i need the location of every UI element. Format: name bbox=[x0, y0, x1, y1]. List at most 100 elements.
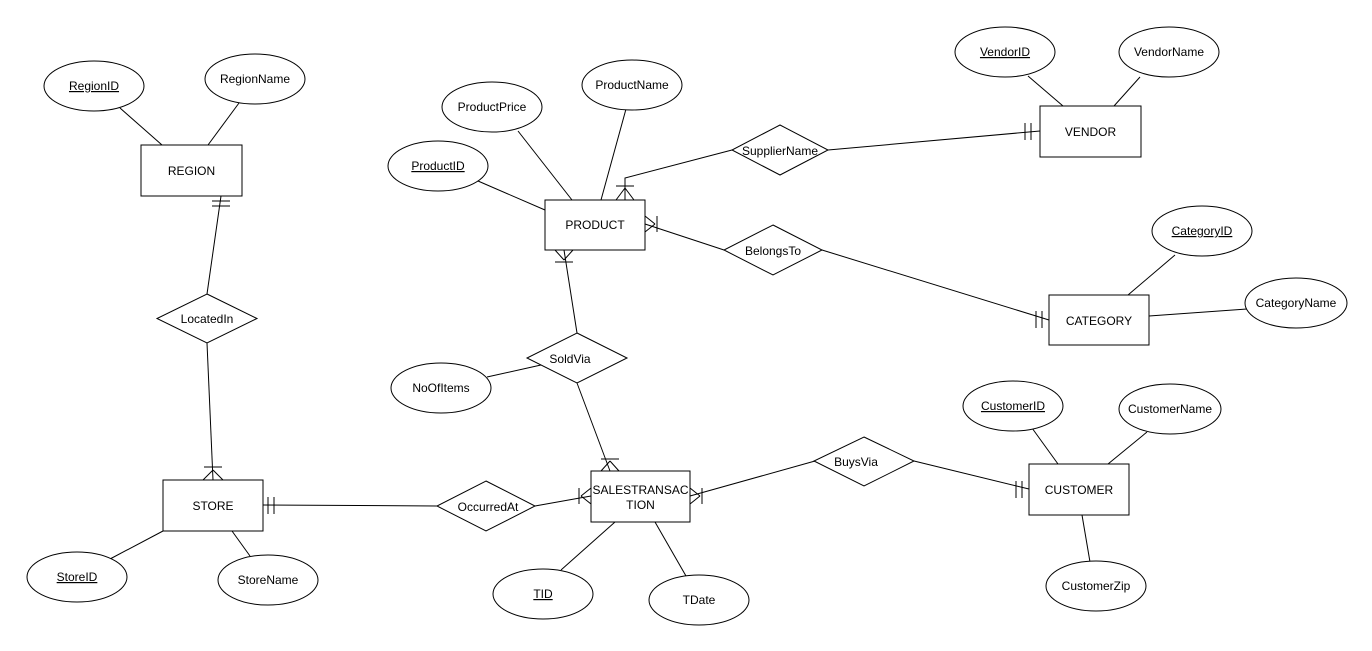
edge-product-soldvia bbox=[563, 249, 578, 334]
edge-productprice-product bbox=[517, 130, 573, 201]
relationship-label: SupplierName bbox=[742, 144, 818, 158]
edge-categoryname-category bbox=[1148, 308, 1248, 317]
connector-lines bbox=[109, 75, 1248, 577]
many-mandatory-mark bbox=[578, 487, 592, 505]
edge-tdate-salestransaction bbox=[654, 521, 687, 577]
attribute-tid[interactable]: TID bbox=[492, 568, 594, 620]
entity-region[interactable]: REGION bbox=[140, 144, 243, 197]
attribute-label: ProductID bbox=[411, 159, 465, 173]
attribute-storename[interactable]: StoreName bbox=[217, 554, 319, 606]
edge-customerid-customer bbox=[1031, 427, 1059, 465]
attribute-label: CategoryID bbox=[1172, 224, 1233, 238]
attribute-productprice[interactable]: ProductPrice bbox=[441, 81, 543, 133]
edge-suppliername-vendor bbox=[827, 130, 1041, 151]
attribute-storeid[interactable]: StoreID bbox=[26, 551, 128, 603]
many-mandatory-mark bbox=[689, 487, 703, 505]
edge-storeid-store bbox=[109, 530, 164, 560]
edge-product-suppliername bbox=[624, 149, 733, 200]
relationship-buysvia[interactable]: BuysVia bbox=[812, 436, 916, 487]
attribute-label: TID bbox=[533, 587, 553, 601]
many-mandatory-mark bbox=[600, 458, 620, 472]
many-mandatory-mark bbox=[554, 249, 574, 263]
many-mandatory-mark bbox=[615, 185, 635, 201]
attribute-label: TDate bbox=[683, 593, 716, 607]
attribute-customerzip[interactable]: CustomerZip bbox=[1045, 560, 1147, 612]
edge-soldvia-salestransaction bbox=[576, 382, 611, 472]
cardinality-marks bbox=[202, 123, 1043, 514]
one-mandatory-mark bbox=[212, 200, 230, 207]
attribute-label: StoreName bbox=[238, 573, 299, 587]
attribute-customerid[interactable]: CustomerID bbox=[962, 380, 1064, 432]
attribute-label: CategoryName bbox=[1256, 296, 1337, 310]
attribute-vendorid[interactable]: VendorID bbox=[954, 26, 1056, 78]
attribute-regionname[interactable]: RegionName bbox=[204, 53, 306, 105]
edge-locatedin-store bbox=[206, 342, 214, 481]
one-mandatory-mark bbox=[1024, 123, 1032, 140]
edge-regionid-region bbox=[119, 107, 163, 146]
attribute-productid[interactable]: ProductID bbox=[387, 140, 489, 192]
entity-label-line-1: SALESTRANSAC bbox=[592, 483, 688, 497]
attribute-categoryid[interactable]: CategoryID bbox=[1151, 205, 1253, 257]
attribute-label: CustomerID bbox=[981, 399, 1045, 413]
entity-label: STORE bbox=[192, 499, 233, 513]
relationship-soldvia[interactable]: SoldVia bbox=[525, 332, 629, 384]
relationship-label: BuysVia bbox=[834, 455, 878, 469]
one-mandatory-mark bbox=[267, 497, 275, 514]
relationship-label: SoldVia bbox=[549, 352, 590, 366]
entity-salestransaction[interactable]: SALESTRANSAC TION bbox=[590, 470, 691, 523]
attribute-label: CustomerName bbox=[1128, 402, 1212, 416]
entity-label: REGION bbox=[168, 164, 215, 178]
attribute-productname[interactable]: ProductName bbox=[581, 59, 683, 111]
entity-customer[interactable]: CUSTOMER bbox=[1028, 463, 1130, 516]
edge-buysvia-customer bbox=[913, 460, 1030, 490]
edge-vendorid-vendor bbox=[1027, 75, 1064, 107]
relationship-belongsto[interactable]: BelongsTo bbox=[722, 224, 824, 276]
edge-vendorname-vendor bbox=[1113, 76, 1141, 107]
edge-customerzip-customer bbox=[1081, 514, 1091, 563]
entity-label: CATEGORY bbox=[1066, 314, 1132, 328]
attribute-vendorname[interactable]: VendorName bbox=[1118, 26, 1220, 78]
entity-label: CUSTOMER bbox=[1045, 483, 1114, 497]
entity-label: PRODUCT bbox=[565, 218, 625, 232]
entity-vendor[interactable]: VENDOR bbox=[1039, 105, 1142, 158]
one-mandatory-mark bbox=[1035, 311, 1043, 328]
attribute-customername[interactable]: CustomerName bbox=[1118, 383, 1222, 435]
relationship-locatedin[interactable]: LocatedIn bbox=[155, 293, 259, 344]
edge-store-occurredat bbox=[262, 504, 438, 507]
relationship-suppliername[interactable]: SupplierName bbox=[730, 124, 830, 176]
edge-storename-store bbox=[231, 530, 251, 557]
edge-regionname-region bbox=[207, 102, 240, 146]
edge-product-belongsto bbox=[644, 223, 725, 251]
attribute-label: ProductName bbox=[595, 78, 669, 92]
attribute-label: VendorID bbox=[980, 45, 1030, 59]
attribute-label: VendorName bbox=[1134, 45, 1204, 59]
edge-salestransaction-buysvia bbox=[689, 460, 816, 497]
edge-belongsto-category bbox=[821, 249, 1050, 321]
attribute-label: RegionID bbox=[69, 79, 119, 93]
edge-customername-customer bbox=[1107, 431, 1148, 465]
edge-tid-salestransaction bbox=[560, 521, 616, 571]
relationship-label: OccurredAt bbox=[458, 500, 519, 514]
attribute-categoryname[interactable]: CategoryName bbox=[1244, 277, 1348, 329]
relationship-label: BelongsTo bbox=[745, 244, 801, 258]
attribute-label: RegionName bbox=[220, 72, 290, 86]
entity-product[interactable]: PRODUCT bbox=[544, 199, 646, 251]
edge-productid-product bbox=[477, 180, 546, 211]
one-mandatory-mark bbox=[1015, 481, 1023, 498]
relationship-label: LocatedIn bbox=[181, 312, 234, 326]
attribute-label: CustomerZip bbox=[1062, 579, 1131, 593]
relationship-occurredat[interactable]: OccurredAt bbox=[435, 480, 537, 532]
entity-category[interactable]: CATEGORY bbox=[1048, 294, 1150, 346]
entity-label-line-2: TION bbox=[626, 498, 655, 512]
many-mandatory-mark bbox=[644, 215, 658, 233]
attribute-label: NoOfItems bbox=[412, 381, 469, 395]
edge-occurredat-salestransaction bbox=[534, 495, 592, 507]
attribute-noofitems[interactable]: NoOfItems bbox=[390, 362, 492, 414]
entity-store[interactable]: STORE bbox=[162, 479, 264, 532]
attribute-tdate[interactable]: TDate bbox=[648, 574, 750, 626]
attribute-regionid[interactable]: RegionID bbox=[43, 60, 145, 112]
many-mandatory-mark bbox=[202, 466, 224, 481]
edge-noofitems-soldvia bbox=[486, 364, 542, 378]
edge-region-locatedin bbox=[206, 195, 222, 295]
